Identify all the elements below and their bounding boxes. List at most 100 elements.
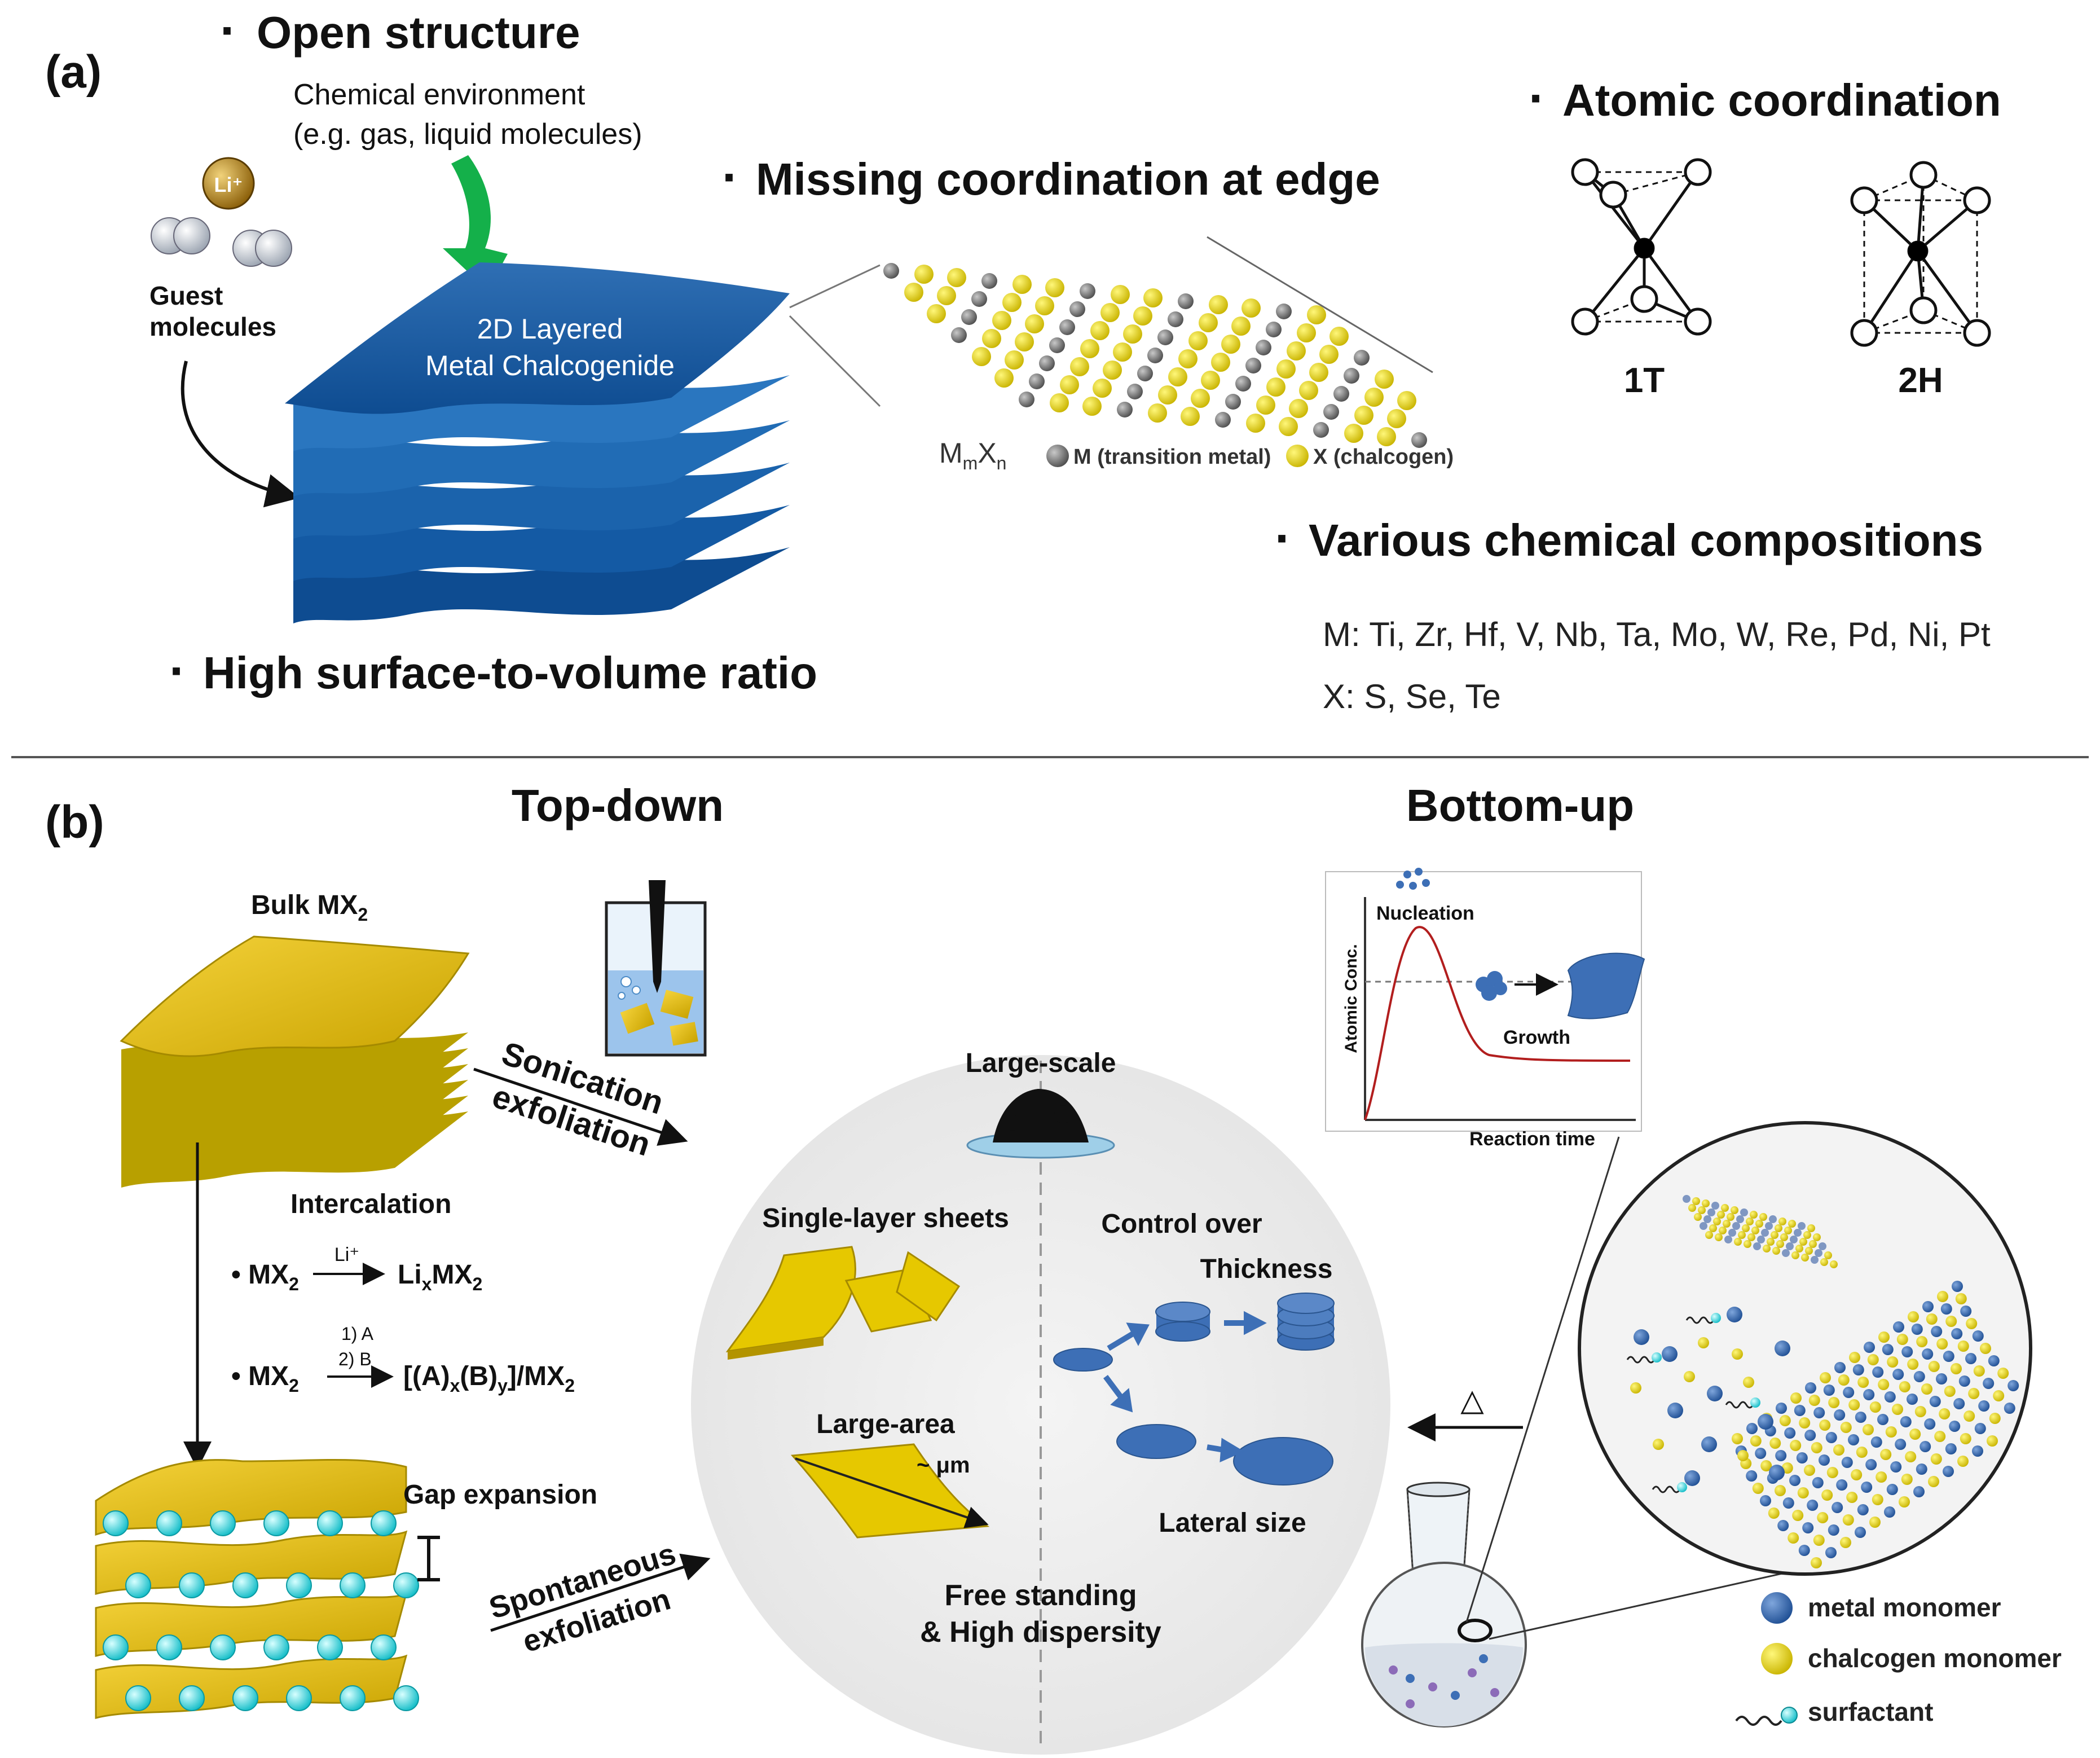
- legend-chalcogen: X (chalcogen): [1313, 445, 1454, 469]
- zoom-line-upper: [1465, 1136, 1620, 1623]
- sheet-atom: [1896, 1334, 1908, 1345]
- sheet-atom: [1746, 1470, 1758, 1482]
- sheet-atom: [2004, 1403, 2015, 1414]
- lattice-atom: [1201, 371, 1220, 390]
- intercalant-ion: [340, 1685, 366, 1711]
- sheet-atom: [1887, 1356, 1899, 1368]
- lattice-atom: [972, 347, 991, 366]
- reaction-time-label: Reaction time: [1469, 1128, 1595, 1150]
- sheet-atom: [1872, 1494, 1883, 1505]
- sheet-atom: [1711, 1202, 1719, 1210]
- mx-lattice: [883, 263, 1427, 448]
- metal-monomer: [1701, 1436, 1717, 1452]
- sheet-atom: [1899, 1381, 1910, 1392]
- sheet-atom: [1833, 1444, 1844, 1456]
- sheet-atom: [1943, 1351, 1954, 1362]
- intercalant-ion: [393, 1685, 419, 1711]
- lattice-atom: [1276, 304, 1292, 319]
- expanded-layer: [95, 1530, 408, 1595]
- metal-monomer: [1684, 1470, 1700, 1486]
- lattice-atom: [1069, 301, 1085, 317]
- sheet-atom: [1782, 1497, 1794, 1509]
- control-over-label: Control over: [1101, 1209, 1262, 1239]
- intercalant-ion: [156, 1634, 182, 1660]
- sheet-atom: [1960, 1433, 1971, 1444]
- green-arrow-icon: [443, 155, 508, 291]
- sheet-atom: [1767, 1238, 1775, 1246]
- lattice-atom: [1082, 397, 1102, 416]
- sheet-atom: [1719, 1227, 1727, 1234]
- lattice-atom: [1012, 275, 1032, 294]
- gap-bar-icon: [417, 1536, 440, 1581]
- lattice-atom: [1005, 350, 1024, 370]
- lattice-atom: [1127, 384, 1143, 399]
- sheet-atom: [1788, 1220, 1796, 1228]
- lattice-atom: [1015, 332, 1034, 351]
- sheet-atom: [1880, 1449, 1892, 1460]
- sheet-atom: [1724, 1236, 1732, 1243]
- sheet-atom: [1940, 1303, 1952, 1315]
- delta-label: △: [1460, 1383, 1484, 1417]
- sheet-atom: [1819, 1242, 1826, 1250]
- sheet-atom: [1841, 1457, 1853, 1468]
- sheet-atom: [1795, 1245, 1803, 1252]
- sheet-atom: [1765, 1222, 1773, 1230]
- large-scale-label: Large-scale: [966, 1048, 1116, 1078]
- sheet-atom: [1890, 1461, 1902, 1473]
- sheet-atom: [1928, 1361, 1940, 1372]
- sheet-atom: [1794, 1229, 1802, 1237]
- sheet-atom: [1861, 1482, 1873, 1493]
- lattice-atom: [1070, 357, 1089, 376]
- sheet-atom: [1830, 1260, 1838, 1268]
- sheet-atom: [1828, 1397, 1840, 1408]
- sheet-atom: [1993, 1390, 2005, 1401]
- sheet-atom: [1744, 1240, 1751, 1248]
- sheet-atom: [1848, 1434, 1859, 1445]
- sheet-atom: [1908, 1311, 1919, 1322]
- sheet-atom: [1802, 1522, 1814, 1533]
- lattice-atom: [1199, 313, 1218, 332]
- sheet-atom: [1901, 1474, 1913, 1485]
- lattice-atom: [1188, 331, 1208, 350]
- sheet-atom: [1843, 1387, 1855, 1398]
- lattice-atom: [1364, 388, 1384, 407]
- intercalant-ion: [232, 1685, 258, 1711]
- lattice-atom: [1215, 412, 1231, 428]
- lattice-atom: [1256, 340, 1271, 355]
- properties-circle: [691, 1055, 1390, 1755]
- metal-list: M: Ti, Zr, Hf, V, Nb, Ta, Mo, W, Re, Pd,…: [1323, 616, 1991, 653]
- metal-monomer: [1667, 1403, 1683, 1418]
- top-down-heading: Top-down: [512, 780, 724, 830]
- sheet-atom: [1878, 1331, 1890, 1343]
- chalcogen-list: X: S, Se, Te: [1323, 678, 1501, 715]
- lateral-size-label: Lateral size: [1159, 1508, 1306, 1538]
- sheet-atom: [1886, 1484, 1898, 1495]
- sheet-atom: [1772, 1247, 1780, 1255]
- sheet-atom: [1769, 1215, 1777, 1223]
- sheet-atom: [1965, 1353, 1976, 1364]
- sheet-atom: [1703, 1215, 1711, 1223]
- nucleation-label: Nucleation: [1376, 903, 1474, 924]
- sheet-atom: [1709, 1224, 1717, 1232]
- lattice-atom: [1387, 409, 1406, 428]
- sheet-atom: [1740, 1208, 1748, 1216]
- sheet-atom: [1913, 1371, 1925, 1382]
- growth-label: Growth: [1503, 1027, 1570, 1048]
- lattice-atom: [1323, 404, 1339, 420]
- sheet-atom: [2007, 1380, 2019, 1391]
- disc-arrows-icon: [1103, 1311, 1267, 1462]
- sheet-atom: [1826, 1467, 1838, 1478]
- lattice-atom: [914, 265, 934, 284]
- lattice-atom: [1375, 370, 1394, 389]
- intercalant-ion: [286, 1685, 312, 1711]
- sheet-atom: [1876, 1471, 1887, 1483]
- high-surface-bullet: ·: [169, 643, 186, 700]
- sheet-atom: [1776, 1403, 1787, 1414]
- lattice-atom: [1025, 314, 1044, 333]
- sheet-atom: [1812, 1477, 1824, 1488]
- sheet-atom: [1780, 1233, 1788, 1241]
- lattice-atom: [1113, 342, 1132, 362]
- sheet-atom: [1750, 1435, 1762, 1447]
- sheet-atom: [1983, 1378, 1995, 1389]
- surfactant-head: [1652, 1352, 1662, 1363]
